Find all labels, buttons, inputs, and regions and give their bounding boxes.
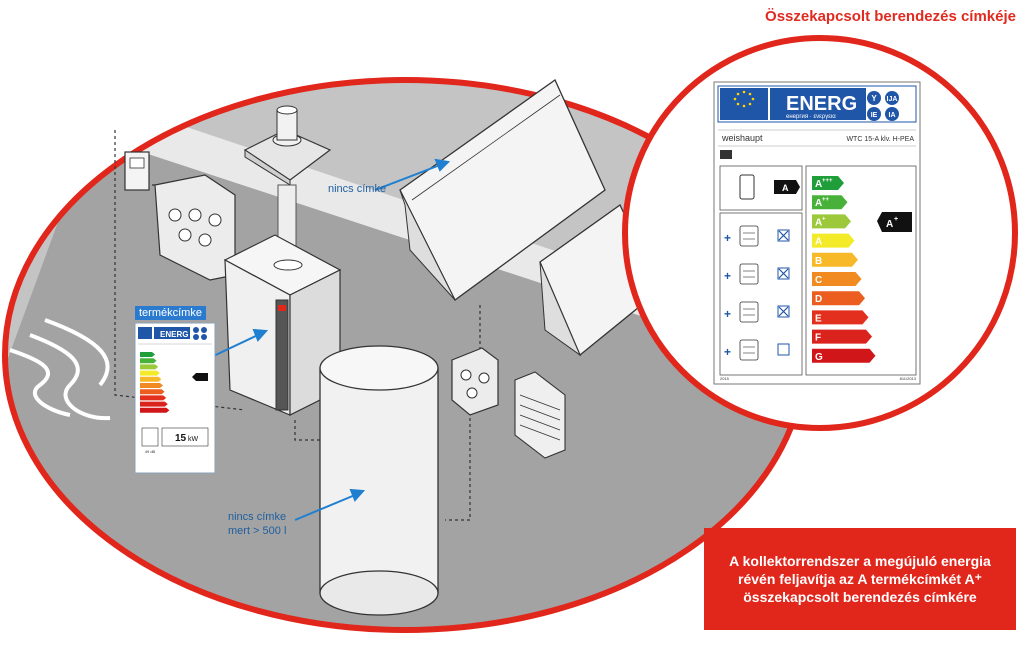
- scale-bar: E: [812, 310, 869, 325]
- scale-bar: A+++: [812, 176, 844, 190]
- scale-bar: B: [812, 252, 858, 267]
- plus-icon: +: [724, 231, 731, 245]
- model-name: WTC 15-A klv. H-PEA: [846, 136, 914, 143]
- lang-badge: IJA: [887, 96, 898, 103]
- footer-left: 2015: [720, 376, 730, 381]
- scale-label: D: [815, 294, 822, 305]
- scale-bar: D: [812, 291, 865, 306]
- radiator-icon: [514, 371, 566, 459]
- callout-tank: nincs címke mert > 500 l: [228, 510, 286, 538]
- small-scale-bar: [140, 389, 165, 395]
- storage-tank: [319, 345, 439, 616]
- scale-bar: F: [812, 329, 872, 344]
- result-class-sup: +: [894, 216, 898, 223]
- small-scale-bar: [140, 376, 162, 382]
- small-scale-bar: [140, 407, 170, 413]
- small-energ-text: ENERG: [160, 330, 188, 339]
- lang-badge: IA: [889, 112, 896, 119]
- small-scale-bar: [140, 364, 159, 370]
- plus-icon: +: [724, 345, 731, 359]
- small-noise: 49 dB: [145, 449, 156, 454]
- small-scale-bar: [140, 383, 163, 388]
- scale-label: B: [815, 256, 822, 267]
- scale-bar: A: [812, 233, 855, 248]
- small-product-label: ENERG 49 dB 15 kW: [134, 322, 216, 474]
- boiler-icon: +: [724, 339, 790, 361]
- energ-text: ENERG: [786, 93, 857, 115]
- temperature-control-icon: +: [724, 301, 790, 323]
- scale-label: E: [815, 313, 822, 324]
- scale-label: A: [815, 237, 822, 248]
- callout-tank-line2: mert > 500 l: [228, 525, 287, 537]
- thermostat-icon: [124, 151, 150, 191]
- scale-label: A: [815, 198, 822, 209]
- scale-bar: A++: [812, 195, 848, 210]
- small-scale-bar: [140, 358, 157, 364]
- small-scale-bar: [140, 395, 167, 401]
- lang-badge: IE: [871, 112, 878, 119]
- small-scale-bar: [140, 352, 155, 357]
- plus-icon: +: [724, 307, 731, 321]
- callout-collector: nincs címke: [328, 183, 387, 195]
- storage-tank-icon: +: [724, 263, 790, 285]
- scale-label-sup: +++: [822, 178, 833, 184]
- eu-flag-icon: [720, 88, 768, 120]
- result-class: A: [886, 219, 893, 230]
- energy-label: ENERG енергия · ενεργεια Y IJA IE IA wei…: [713, 81, 921, 385]
- heater-class: A: [782, 183, 789, 193]
- pump-station-icon: [451, 347, 499, 416]
- small-scale-bar: [140, 370, 160, 376]
- scale-label-sup: ++: [822, 197, 830, 203]
- result-arrow: [877, 212, 912, 232]
- scale-bar: A+: [812, 214, 851, 229]
- footer-right: 811/2013: [900, 376, 917, 381]
- lang-badge: Y: [871, 94, 877, 103]
- scale-bar: G: [812, 348, 876, 363]
- control-box-icon: [154, 174, 236, 281]
- heater-icon: [739, 174, 755, 200]
- scale-label: F: [815, 333, 821, 344]
- small-efficiency-scale: [140, 352, 170, 413]
- scale-label: G: [815, 352, 823, 363]
- checkbox-icon: [777, 343, 790, 356]
- callout-tank-line1: nincs címke: [228, 511, 287, 523]
- brand-name: weishaupt: [721, 133, 763, 143]
- radiator-symbol-icon: [720, 150, 732, 159]
- small-power-unit: kW: [188, 436, 199, 443]
- speaker-icon: [141, 427, 159, 447]
- components-list: + + + +: [724, 225, 790, 361]
- info-box: A kollektorrendszer a megújuló energia r…: [704, 528, 1016, 630]
- callout-arrows: [204, 158, 451, 521]
- info-box-text: A kollektorrendszer a megújuló energia r…: [729, 553, 991, 605]
- scale-label-sup: +: [822, 216, 826, 222]
- energ-subtext: енергия · ενεργεια: [786, 114, 836, 120]
- plus-icon: +: [724, 269, 731, 283]
- small-scale-bar: [140, 401, 168, 407]
- solar-collector-icon: +: [724, 225, 790, 247]
- scale-label: C: [815, 275, 822, 286]
- small-power-value: 15: [175, 433, 187, 444]
- scale-label: A: [815, 217, 822, 228]
- callout-product-label: termékcímke: [135, 306, 206, 320]
- scale-label: A: [815, 179, 822, 190]
- page-title: Összekapcsolt berendezés címkéje: [765, 8, 1016, 25]
- floor-heating-icon: [9, 318, 111, 421]
- scale-bar: C: [812, 272, 862, 286]
